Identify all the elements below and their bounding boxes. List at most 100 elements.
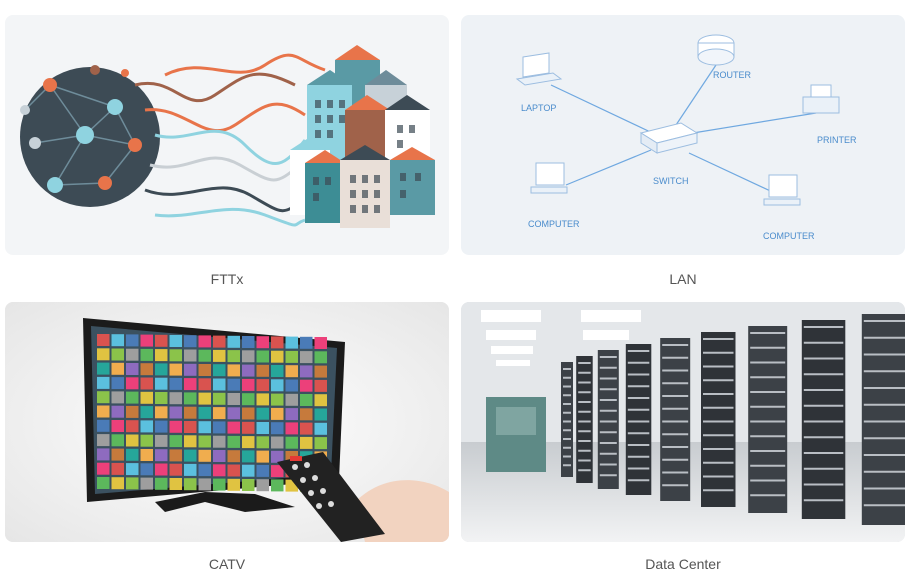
server-unit xyxy=(703,434,734,437)
server-rack xyxy=(701,332,736,507)
tv-channel-tile xyxy=(256,350,269,363)
server-rack xyxy=(576,356,593,483)
server-unit xyxy=(863,336,905,339)
lan-card[interactable]: LAPTOP ROUTER PRINTER SWITCH COMPUTER xyxy=(461,15,905,255)
tv-channel-tile xyxy=(155,406,168,419)
server-unit xyxy=(863,370,905,373)
server-unit xyxy=(662,356,689,359)
tv-channel-tile xyxy=(97,362,110,375)
tv-channel-tile xyxy=(285,365,298,378)
server-unit xyxy=(662,446,689,448)
tv-channel-tile xyxy=(155,477,168,490)
tv-channel-tile xyxy=(242,450,255,463)
tv-channel-tile xyxy=(111,362,124,375)
tv-channel-tile xyxy=(227,378,240,391)
tv-channel-tile xyxy=(198,392,211,405)
tv-channel-tile xyxy=(140,363,153,376)
server-unit xyxy=(703,461,734,464)
tv-channel-tile xyxy=(227,478,240,491)
router-icon xyxy=(697,34,735,66)
server-unit xyxy=(750,332,786,334)
server-unit xyxy=(578,449,591,452)
tv-channel-tile xyxy=(140,391,153,404)
server-unit xyxy=(750,391,786,393)
server-unit xyxy=(599,356,617,358)
tv-channel-tile xyxy=(155,363,168,376)
catv-caption: CATV xyxy=(208,556,246,572)
server-unit xyxy=(563,429,571,432)
tv-channel-tile xyxy=(242,336,255,348)
tv-channel-tile xyxy=(285,408,298,421)
server-unit xyxy=(599,409,617,412)
tv-channel-tile xyxy=(140,348,153,361)
lan-diagram: LAPTOP ROUTER PRINTER SWITCH COMPUTER xyxy=(515,34,857,241)
server-unit xyxy=(563,446,571,449)
fttx-card[interactable] xyxy=(5,15,449,255)
tv-channel-tile xyxy=(314,422,327,435)
server-unit xyxy=(563,411,571,414)
server-unit xyxy=(662,395,689,397)
data-center-card[interactable] xyxy=(461,302,905,542)
server-unit xyxy=(750,435,786,438)
tv-channel-tile xyxy=(242,421,255,434)
tv-channel-tile xyxy=(300,394,313,406)
server-unit xyxy=(863,454,905,456)
server-rack xyxy=(748,326,788,513)
tv-channel-tile xyxy=(271,365,284,377)
server-unit xyxy=(703,379,734,382)
tv-channel-tile xyxy=(242,479,255,491)
server-unit xyxy=(662,484,689,487)
server-unit xyxy=(750,346,786,349)
tv-channel-tile xyxy=(111,448,124,461)
server-unit xyxy=(803,389,844,391)
tv-channel-tile xyxy=(184,363,197,376)
switch-icon xyxy=(639,122,699,154)
server-unit xyxy=(662,433,689,436)
tv-channel-tile xyxy=(314,408,327,421)
catv-card[interactable] xyxy=(5,302,449,542)
printer-icon xyxy=(802,84,840,114)
server-unit xyxy=(627,361,650,364)
server-unit xyxy=(803,467,844,470)
laptop-icon xyxy=(515,52,563,86)
server-unit xyxy=(627,420,650,423)
server-unit xyxy=(863,470,905,473)
server-unit xyxy=(599,463,617,466)
tv-channel-tile xyxy=(111,477,124,490)
tv-channel-tile xyxy=(111,377,124,390)
server-unit xyxy=(703,489,734,492)
tv-channel-tile xyxy=(314,365,327,378)
tv-channel-tile xyxy=(256,393,269,406)
tv-channel-tile xyxy=(227,450,240,463)
server-unit xyxy=(599,377,617,380)
server-unit xyxy=(863,437,905,440)
printer-label: PRINTER xyxy=(817,135,857,145)
tv-channel-tile xyxy=(242,436,255,449)
server-unit xyxy=(627,467,650,470)
server-unit xyxy=(578,440,591,442)
tv-channel-tile xyxy=(256,450,269,463)
tv-channel-tile xyxy=(126,420,139,433)
tv-channel-tile xyxy=(140,420,153,433)
server-unit xyxy=(578,371,591,374)
server-unit xyxy=(750,405,786,408)
tv-channel-tile xyxy=(184,335,197,348)
tv-channel-tile xyxy=(111,405,124,418)
server-rack xyxy=(861,314,905,525)
tv-channel-tile xyxy=(285,379,298,392)
server-unit xyxy=(662,382,689,385)
server-unit xyxy=(750,361,786,364)
tv-channel-tile xyxy=(256,464,269,477)
tv-channel-tile xyxy=(169,478,182,490)
computer-right-label: COMPUTER xyxy=(763,231,815,241)
tv-channel-tile xyxy=(227,464,240,477)
tv-channel-tile xyxy=(271,479,284,492)
tv-channel-tile xyxy=(169,335,182,347)
tv-channel-tile xyxy=(111,391,124,404)
server-unit xyxy=(863,487,905,490)
server-unit xyxy=(662,471,689,474)
server-unit xyxy=(599,431,617,434)
data-center-caption: Data Center xyxy=(645,556,721,572)
tv-channel-tile xyxy=(300,408,313,421)
tv-channel-tile xyxy=(198,335,211,348)
